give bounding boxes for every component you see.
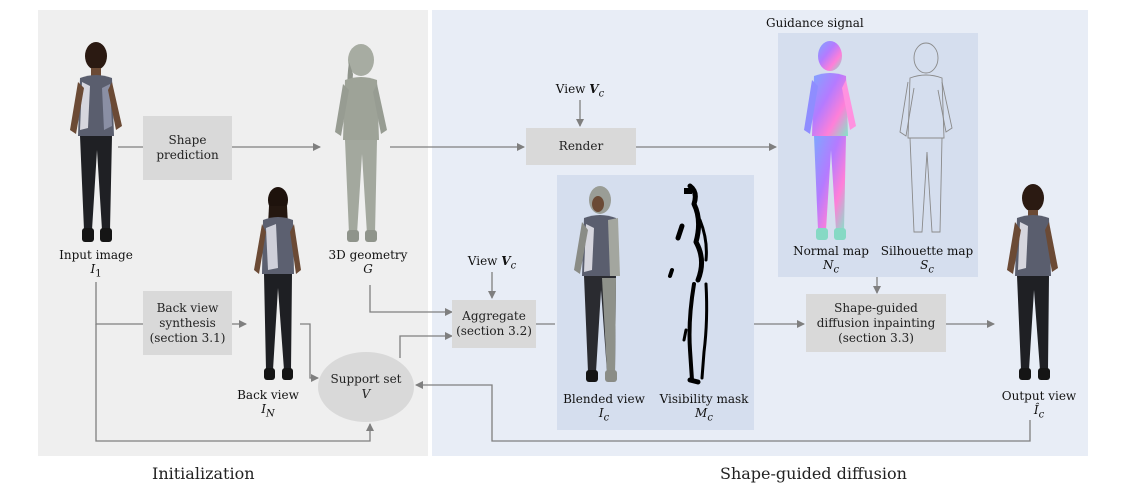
normal-map-figure	[804, 41, 856, 240]
view-mid-caption: View	[467, 254, 498, 268]
normal-map-caption: Normal map	[793, 244, 869, 258]
output-view-figure	[1007, 184, 1058, 380]
support-set-symbol: V	[361, 387, 371, 401]
arrow-output-to-supportset	[415, 381, 1031, 442]
blended-view-symbol: I	[598, 406, 604, 420]
view-top-symbol: V	[589, 82, 599, 96]
input-image-subscript: 1	[95, 268, 102, 280]
arrow-supportset-to-aggregate	[399, 332, 453, 358]
visibility-mask-subscript: c	[707, 412, 713, 424]
normal-map-symbol: N	[822, 258, 834, 272]
back-view-synthesis-box: Back view synthesis (section 3.1)	[143, 291, 232, 355]
silhouette-map-symbol: S	[920, 258, 929, 272]
visibility-mask-caption: Visibility mask	[659, 392, 749, 406]
support-set-label: Support set	[330, 372, 402, 386]
shape-guided-title: Shape-guided diffusion	[720, 464, 907, 483]
blended-view-subscript: c	[603, 412, 610, 424]
output-view-label: Output view Îc	[994, 389, 1084, 422]
back-view-figure	[254, 187, 301, 380]
input-image-figure	[70, 42, 122, 242]
view-mid-symbol: V	[501, 254, 511, 268]
geometry-caption: 3D geometry	[328, 248, 408, 262]
guidance-signal-label: Guidance signal	[766, 16, 864, 30]
output-view-subscript: c	[1038, 409, 1045, 421]
visibility-mask-label: Visibility mask Mc	[652, 392, 756, 425]
render-box: Render	[526, 128, 636, 165]
visibility-mask-symbol: M	[695, 406, 708, 420]
output-view-symbol: Î	[1033, 403, 1039, 417]
blended-view-caption: Blended view	[563, 392, 645, 406]
normal-map-label: Normal map Nc	[786, 244, 876, 277]
geometry-symbol: G	[363, 262, 373, 276]
blended-view-label: Blended view Ic	[556, 392, 652, 425]
view-mid-label: View Vc	[452, 254, 532, 273]
guidance-panel	[778, 33, 978, 277]
view-mid-subscript: c	[510, 260, 517, 272]
geometry-figure	[335, 44, 387, 242]
back-view-subscript: N	[266, 408, 275, 420]
back-view-caption: Back view	[237, 388, 299, 402]
support-set-node: Support set V	[318, 352, 414, 422]
normal-map-subscript: c	[833, 264, 840, 276]
inpainting-box: Shape-guided diffusion inpainting (secti…	[806, 294, 946, 352]
arrow-backview-to-supportset	[300, 323, 319, 382]
shape-prediction-box: Shape prediction	[143, 116, 232, 180]
input-image-caption: Input image	[59, 248, 133, 262]
geometry-label: 3D geometry G	[318, 248, 418, 276]
input-image-symbol: I	[90, 262, 96, 276]
silhouette-map-figure	[899, 42, 953, 233]
silhouette-map-label: Silhouette map Sc	[876, 244, 978, 277]
back-view-symbol: I	[261, 402, 266, 416]
visibility-mask-figure	[668, 183, 709, 385]
view-top-label: View Vc	[540, 82, 620, 101]
blended-view-figure	[574, 186, 620, 382]
view-top-subscript: c	[598, 88, 605, 100]
aggregate-box: Aggregate (section 3.2)	[452, 300, 536, 348]
arrow-geometry-to-aggregate	[369, 285, 453, 316]
silhouette-map-caption: Silhouette map	[880, 244, 974, 258]
arrow-input-to-supportset	[95, 324, 374, 442]
view-top-caption: View	[555, 82, 586, 96]
initialization-title: Initialization	[152, 464, 255, 483]
shape-guided-panel	[432, 10, 1088, 456]
silhouette-map-subscript: c	[928, 264, 934, 276]
back-view-label: Back view IN	[218, 388, 318, 421]
output-view-caption: Output view	[1001, 389, 1077, 403]
input-image-label: Input image I1	[46, 248, 146, 281]
arrow-input-to-backview	[95, 282, 143, 325]
